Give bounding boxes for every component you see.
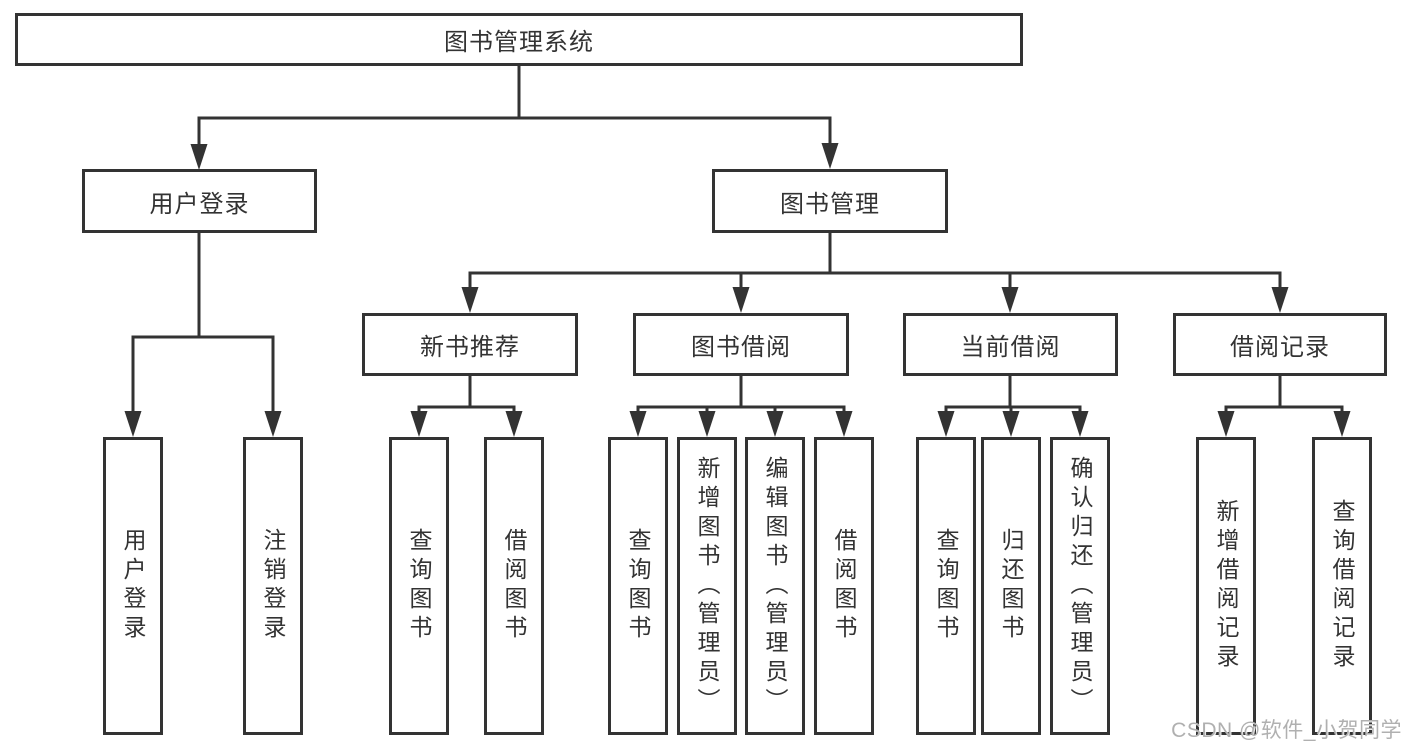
node-label: 图书管理系统: [444, 29, 594, 56]
leaf-label: 查询图书: [406, 528, 432, 644]
leaf-label: 新增图书（管理员）: [694, 455, 720, 717]
csdn-watermark: CSDN @软件_小贺同学: [1171, 719, 1402, 742]
node-book-management-branch: 图书管理: [712, 169, 948, 233]
leaf-label: 用户登录: [120, 528, 146, 644]
leaf-label: 查询图书: [933, 528, 959, 644]
node-user-login-branch: 用户登录: [82, 169, 317, 233]
leaf-query-borrow-record: 查询借阅记录: [1312, 437, 1372, 735]
leaf-label: 借阅图书: [831, 528, 857, 644]
leaf-borrow-books-2: 借阅图书: [814, 437, 874, 735]
leaf-label: 确认归还（管理员）: [1067, 455, 1093, 717]
leaf-query-books-3: 查询图书: [916, 437, 976, 735]
node-root-system: 图书管理系统: [15, 13, 1023, 66]
node-label: 图书管理: [780, 190, 880, 218]
leaf-confirm-return-admin: 确认归还（管理员）: [1050, 437, 1110, 735]
node-book-borrowing: 图书借阅: [633, 313, 849, 376]
node-label: 借阅记录: [1230, 334, 1330, 361]
arrowheads: [124, 143, 1351, 437]
leaf-label: 查询图书: [625, 528, 651, 644]
node-new-book-recommend: 新书推荐: [362, 313, 578, 376]
leaf-label: 编辑图书（管理员）: [762, 455, 788, 717]
node-label: 新书推荐: [420, 334, 520, 361]
leaf-user-login: 用户登录: [103, 437, 163, 735]
leaf-label: 归还图书: [998, 528, 1024, 644]
leaf-label: 借阅图书: [501, 528, 527, 644]
leaf-add-borrow-record: 新增借阅记录: [1196, 437, 1256, 735]
node-current-borrowing: 当前借阅: [903, 313, 1118, 376]
node-label: 图书借阅: [691, 334, 791, 361]
leaf-return-books: 归还图书: [981, 437, 1041, 735]
node-label: 用户登录: [149, 190, 250, 218]
leaf-edit-books-admin: 编辑图书（管理员）: [745, 437, 805, 735]
leaf-query-books-2: 查询图书: [608, 437, 668, 735]
leaf-borrow-books-1: 借阅图书: [484, 437, 544, 735]
leaf-label: 新增借阅记录: [1213, 499, 1239, 673]
leaf-label: 查询借阅记录: [1329, 499, 1355, 673]
leaf-label: 注销登录: [260, 528, 286, 644]
leaf-logout: 注销登录: [243, 437, 303, 735]
node-borrowing-records: 借阅记录: [1173, 313, 1387, 376]
leaf-query-books-1: 查询图书: [389, 437, 449, 735]
leaf-add-books-admin: 新增图书（管理员）: [677, 437, 737, 735]
node-label: 当前借阅: [960, 334, 1061, 361]
